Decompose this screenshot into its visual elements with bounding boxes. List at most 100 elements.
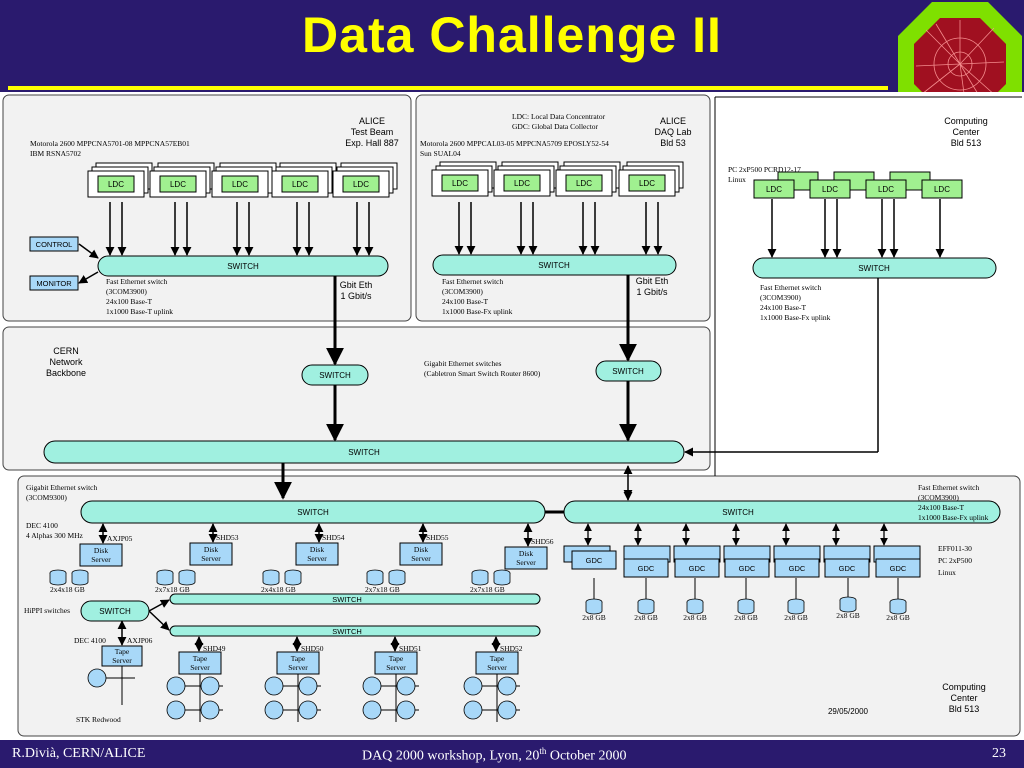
disk-server-2-label-1: Server bbox=[307, 554, 327, 563]
hall-ldc-1-box bbox=[159, 175, 197, 193]
disk-server-4-capacity: 2x7x18 GB bbox=[470, 585, 505, 594]
tape-server-1-reel-2 bbox=[264, 700, 284, 720]
tape-server-1-reel-3 bbox=[298, 700, 318, 720]
backbone-main-switch-label: SWITCH bbox=[348, 448, 380, 457]
footer-page-number: 23 bbox=[992, 746, 1006, 761]
gdc-disk-3-body bbox=[737, 602, 755, 615]
backbone-main-switch bbox=[43, 440, 685, 464]
gdc-eff-line-0: EFF011-30 bbox=[938, 544, 972, 553]
ccbottom-title-line-0: Computing bbox=[942, 682, 986, 692]
gdc-disk-0-body bbox=[585, 602, 603, 615]
disk-server-3-capacity: 2x7x18 GB bbox=[365, 585, 400, 594]
disk-server-1-name: SHD53 bbox=[216, 533, 239, 542]
disk-server-0-label-0: Disk bbox=[94, 546, 108, 555]
daqlab-ldc-0-box bbox=[441, 174, 479, 192]
ccbottom-title-line-1: Center bbox=[950, 693, 977, 703]
gdc-disk-2-body bbox=[686, 602, 704, 615]
tape-server-0-reel-0 bbox=[166, 676, 186, 696]
daqlab-uplink-line-0: Gbit Eth bbox=[636, 276, 669, 286]
gdc-front-0 bbox=[571, 550, 617, 570]
stk-reel-0 bbox=[87, 668, 107, 688]
backbone-desc-line-1: (Cabletron Smart Switch Router 8600) bbox=[424, 369, 541, 378]
cc-gig-desc-line-0: Gigabit Ethernet switch bbox=[26, 483, 97, 492]
daqlab-switch-desc-line-2: 24x100 Base-T bbox=[442, 297, 488, 306]
daqlab-ldc-3-label: LDC bbox=[639, 179, 655, 188]
daqlab-switch-desc-line-1: (3COM3900) bbox=[442, 287, 483, 296]
disk-server-1 bbox=[189, 542, 233, 566]
cc-gig-desc-line-1: (3COM9300) bbox=[26, 493, 67, 502]
cc-dec-desc-line-1: 4 Alphas 300 MHz bbox=[26, 531, 84, 540]
stk-label: STK Redwood bbox=[76, 715, 121, 724]
axjp06-tape-label-1: Server bbox=[112, 656, 132, 665]
gdc-disk-0-capacity: 2x8 GB bbox=[582, 613, 606, 622]
disk-server-3-disk-a-body bbox=[366, 573, 384, 586]
disk-server-1-disk-a-body bbox=[156, 573, 174, 586]
disk-server-3-label-0: Disk bbox=[414, 545, 428, 554]
backbone-title-line-1: Network bbox=[49, 357, 83, 367]
cc-fast-desc-line-1: (3COM3900) bbox=[918, 493, 959, 502]
daqlab-ldc-2-box bbox=[565, 174, 603, 192]
gdc-front-1-label: GDC bbox=[638, 564, 655, 573]
footer-author: R.Divià, CERN/ALICE bbox=[12, 746, 146, 761]
daqlab-title-line-0: ALICE bbox=[660, 116, 686, 126]
hall-ldc-2-box bbox=[221, 175, 259, 193]
cc-fast-desc-line-2: 24x100 Base-T bbox=[918, 503, 964, 512]
disk-server-2-disk-a-body bbox=[262, 573, 280, 586]
hippi-label: HiPPI switches bbox=[24, 606, 70, 615]
cctop-switch bbox=[752, 257, 997, 279]
disk-server-4-label-0: Disk bbox=[519, 549, 533, 558]
hall-control-arrow bbox=[78, 243, 99, 259]
tape-server-3-reel-1 bbox=[497, 676, 517, 696]
cc-dec-desc-line-0: DEC 4100 bbox=[26, 521, 58, 530]
tape-server-2-reel-3 bbox=[396, 700, 416, 720]
daqlab-hardware-line-1: Sun SUAL04 bbox=[420, 149, 461, 158]
daqlab-ldc-0-label: LDC bbox=[452, 179, 468, 188]
gdc-front-4-label: GDC bbox=[789, 564, 806, 573]
cctop-ldc-2 bbox=[865, 179, 907, 199]
disk-server-4 bbox=[504, 546, 548, 570]
hall-control-label: CONTROL bbox=[36, 240, 73, 249]
hall-switch-desc-line-2: 24x100 Base-T bbox=[106, 297, 152, 306]
daqlab-switch-label: SWITCH bbox=[538, 261, 570, 270]
hall-ldc-4-box bbox=[342, 175, 380, 193]
hall-ldc-0-box bbox=[97, 175, 135, 193]
disk-server-0-name: AXJP05 bbox=[107, 534, 133, 543]
hippi-switch-small-label: SWITCH bbox=[99, 607, 131, 616]
footer-event-sup: th bbox=[539, 746, 547, 756]
gdc-disk-6-body bbox=[889, 602, 907, 615]
daqlab-title-line-1: DAQ Lab bbox=[654, 127, 691, 137]
footer: R.Divià, CERN/ALICE DAQ 2000 workshop, L… bbox=[0, 740, 1024, 768]
tape-server-0-name: SHD49 bbox=[203, 644, 226, 653]
gdc-front-2 bbox=[674, 558, 720, 578]
hippi-link-a bbox=[148, 599, 170, 612]
gdc-front-4 bbox=[774, 558, 820, 578]
gdc-eff-line-1: PC 2xP500 bbox=[938, 556, 972, 565]
gdc-front-3-label: GDC bbox=[739, 564, 756, 573]
daqlab-ldc-3-box bbox=[628, 174, 666, 192]
cc-gig-switch-label: SWITCH bbox=[297, 508, 329, 517]
disk-server-2-capacity: 2x4x18 GB bbox=[261, 585, 296, 594]
title-rule bbox=[8, 86, 888, 90]
gdc-disk-3-capacity: 2x8 GB bbox=[734, 613, 758, 622]
hippi-switch-a bbox=[169, 593, 541, 605]
disk-server-0-disk-b-body bbox=[71, 573, 89, 586]
disk-server-3-disk-b-body bbox=[388, 573, 406, 586]
disk-server-1-label-1: Server bbox=[201, 554, 221, 563]
gdc-disk-4-capacity: 2x8 GB bbox=[784, 613, 808, 622]
gdc-eff-line-2: Linux bbox=[938, 568, 956, 577]
tape-server-2-label-0: Tape bbox=[389, 654, 404, 663]
daqlab-ldc-1-frame bbox=[493, 169, 551, 197]
daqlab-hardware-line-0: Motorola 2600 MPPCAL03-05 MPPCNA5709 EPO… bbox=[420, 139, 609, 148]
ccbottom-title-line-2: Bld 513 bbox=[949, 704, 980, 714]
gdc-front-5 bbox=[824, 558, 870, 578]
daqlab-switch-desc-line-0: Fast Ethernet switch bbox=[442, 277, 503, 286]
tape-server-0-reel-1 bbox=[200, 676, 220, 696]
hall-ldc-0-label: LDC bbox=[108, 180, 124, 189]
slide-title: Data Challenge II bbox=[302, 7, 722, 63]
hall-switch-label: SWITCH bbox=[227, 262, 259, 271]
hall-switch bbox=[97, 255, 389, 277]
tape-server-2-reel-0 bbox=[362, 676, 382, 696]
disk-server-3-label-1: Server bbox=[411, 554, 431, 563]
dec2-label: DEC 4100 bbox=[74, 636, 106, 645]
